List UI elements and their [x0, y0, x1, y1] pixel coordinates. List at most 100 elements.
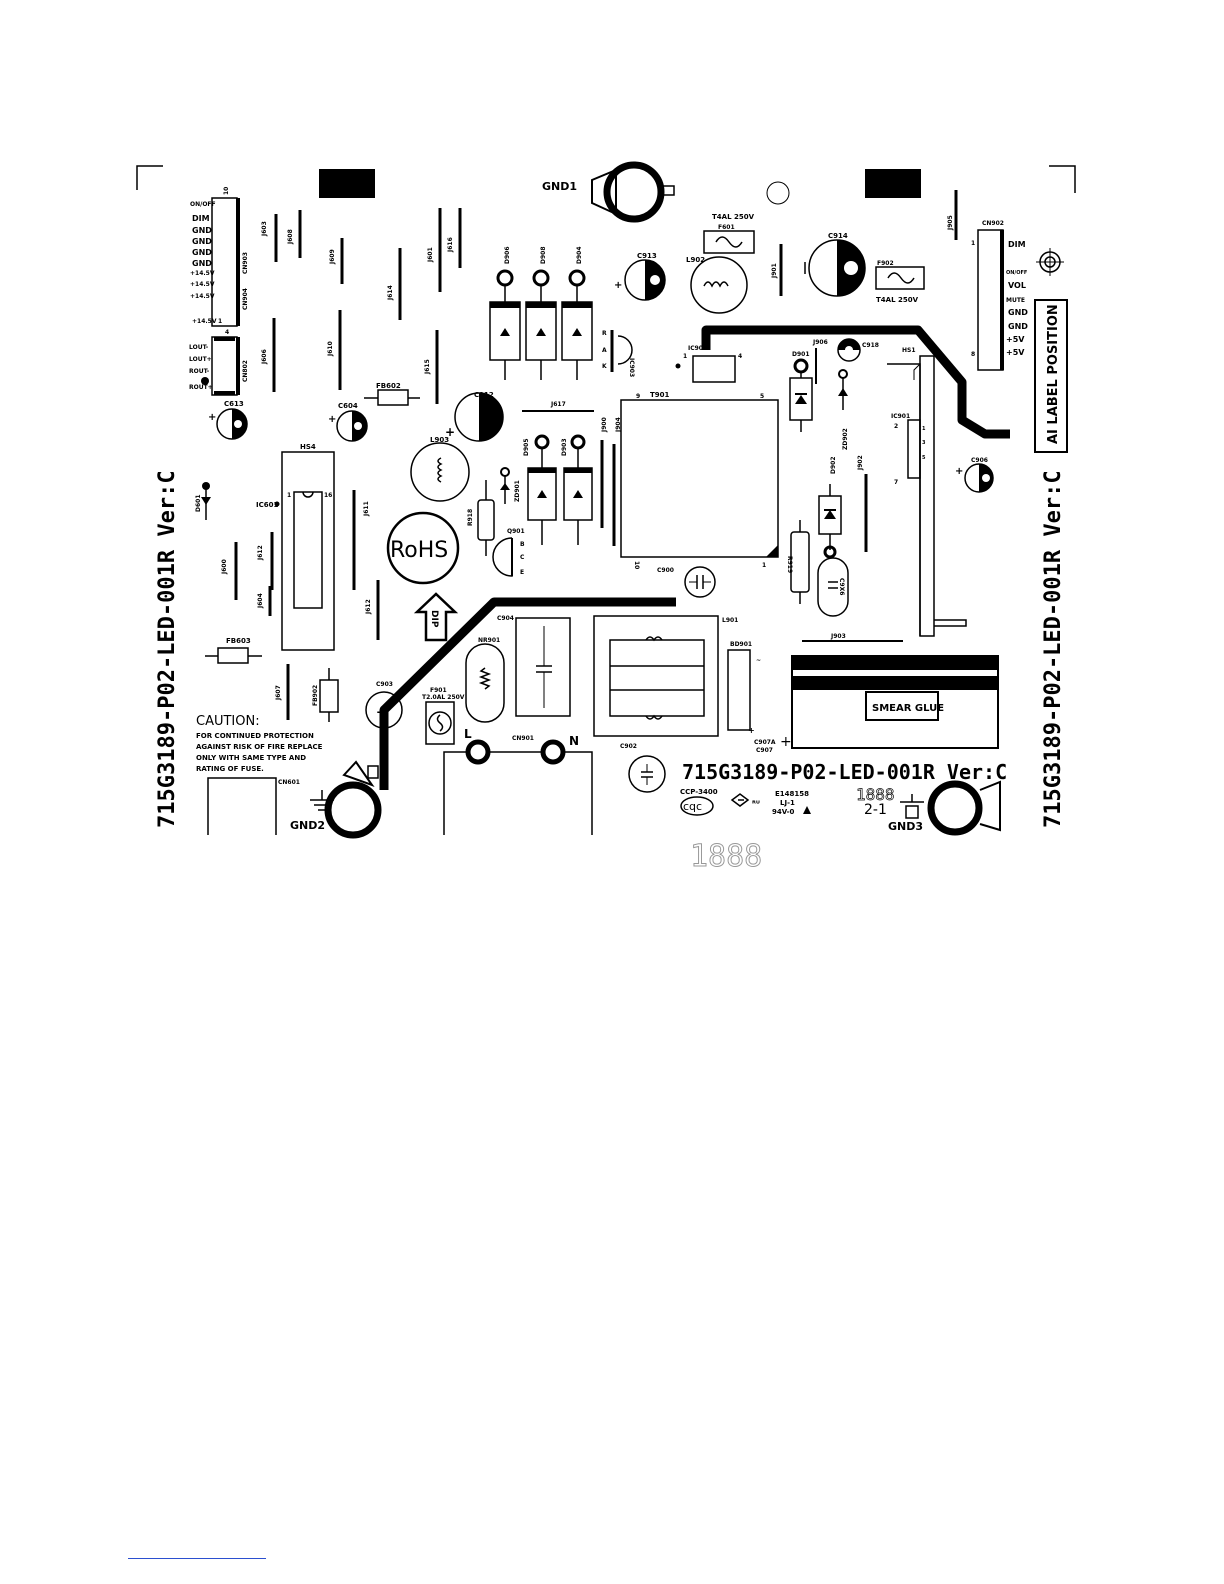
digit-counter-right: 1888	[856, 785, 895, 804]
svg-text:1: 1	[971, 240, 975, 247]
f901-fuse: F901 T2.0AL 250V	[422, 687, 465, 745]
svg-text:5: 5	[760, 393, 764, 400]
cn902-pin-label: GND	[1008, 322, 1028, 331]
r918-ref: R918	[467, 509, 474, 526]
cn802-pin4: 4	[225, 329, 229, 336]
fb602-ref: FB602	[376, 382, 401, 390]
f902-rating: T4AL 250V	[876, 296, 919, 304]
q901-pin-c: C	[520, 554, 525, 561]
gnd1-hole	[603, 161, 665, 223]
cqc-text: cqc	[683, 800, 702, 813]
cn903-pin-label: ON/OFF	[190, 201, 216, 208]
hs1-ref: HS1	[902, 347, 916, 354]
board-id-left: 715G3189-P02-LED-001R Ver:C	[155, 470, 180, 828]
c918-capacitor: C918	[837, 338, 879, 362]
board-id-main: 715G3189-P02-LED-001R Ver:C	[682, 760, 1007, 784]
cn903-pin1: 10	[223, 187, 230, 195]
caution-block: CAUTION: FOR CONTINUED PROTECTION AGAINS…	[196, 714, 323, 773]
j902-ref: J902	[857, 455, 864, 471]
cn903-pin-label: GND	[192, 237, 212, 246]
svg-text:2: 2	[894, 423, 898, 430]
c906-ref: C906	[971, 457, 988, 464]
svg-text:7: 7	[894, 479, 898, 486]
c918-ref: C918	[862, 342, 879, 349]
c604-capacitor: C604 +	[328, 402, 368, 442]
j901-ref: J901	[771, 263, 778, 279]
bd901-bridge: BD901 ~ +	[727, 641, 761, 735]
svg-text:1: 1	[762, 562, 766, 569]
c912-ref: C912	[474, 391, 494, 399]
c906-capacitor: C906 +	[955, 457, 994, 493]
d601-ref: D601	[195, 494, 202, 512]
ul-mark-icon	[730, 793, 750, 807]
gnd3-mount: GND3	[888, 780, 1001, 836]
j615-ref: J615	[424, 359, 431, 375]
e-number: E148158	[775, 790, 809, 798]
warning-triangle-icon	[803, 806, 811, 814]
c904-capacitor: C904	[497, 615, 571, 717]
j900-ref: J900	[601, 417, 608, 433]
fb902-ferrite: FB902	[312, 668, 339, 722]
cn903-pin-label: +14.5V	[190, 293, 215, 300]
cqc-logo	[680, 796, 714, 816]
cn902-pin-label: +5V	[1006, 348, 1025, 357]
svg-text:R: R	[602, 330, 607, 337]
svg-text:3: 3	[922, 440, 926, 446]
cn802-pin-label: ROUT+	[189, 384, 213, 391]
fb902-ref: FB902	[312, 685, 319, 706]
cn903-pin-label: +14.5V	[190, 270, 215, 277]
d901-diode: D901	[789, 351, 813, 432]
fb603-ref: FB603	[226, 637, 251, 645]
smear-glue-label: SMEAR GLUE	[872, 703, 944, 714]
cn902-pin-label: VOL	[1008, 281, 1026, 290]
j904-ref: J904	[615, 417, 622, 433]
zd902-zener: ZD902	[838, 369, 849, 450]
c613-capacitor: C613 +	[208, 400, 248, 440]
svg-text:1: 1	[922, 426, 926, 432]
gnd3-label: GND3	[888, 820, 923, 833]
fb603-ferrite: FB603	[205, 637, 262, 664]
svg-text:5: 5	[922, 455, 926, 461]
cn601-ref: CN601	[278, 779, 300, 786]
c604-ref: C604	[338, 402, 358, 410]
svg-text:+: +	[748, 726, 755, 735]
d902-diode: D902	[818, 456, 842, 559]
d904-ref: D904	[576, 246, 583, 264]
cn802-ref: CN802	[242, 360, 249, 382]
lj-label: LJ-1	[780, 799, 795, 807]
d905-diode: D905	[523, 434, 557, 545]
diode-array-top: D906 D908 D904	[489, 246, 593, 380]
j604-ref: J604	[257, 593, 264, 609]
r919-resistor: R919	[786, 520, 810, 604]
cn802-pin-label: LOUT+	[189, 356, 212, 363]
c902-ref: C902	[620, 743, 637, 750]
zd901-zener: ZD901	[500, 467, 521, 504]
ic903-part: IC903 R A K	[602, 330, 635, 377]
version-21: 2-1	[864, 802, 887, 818]
j600-ref: J600	[221, 559, 228, 575]
cn901-connector: CN901 L N	[443, 727, 593, 835]
caution-line-1: FOR CONTINUED PROTECTION	[196, 732, 314, 740]
j611-ref: J611	[363, 501, 370, 517]
svg-text:K: K	[602, 363, 607, 370]
c903-capacitor: C903 +	[365, 681, 403, 729]
c913-capacitor: C913 +	[614, 252, 666, 301]
fb602-ferrite: FB602	[364, 382, 420, 406]
hs4-heatsink: HS4 IC601 1 16	[256, 443, 335, 651]
black-pad-right	[865, 169, 921, 198]
cn902-pin-label: DIM	[1008, 240, 1026, 249]
svg-text:+: +	[780, 734, 792, 750]
cn802-latch	[236, 337, 240, 395]
c907-capacitor: SMEAR GLUE C907A C907 +	[754, 655, 999, 754]
svg-text:9: 9	[636, 393, 640, 400]
f601-ref: F601	[718, 224, 735, 231]
q901-ref: Q901	[507, 528, 525, 535]
dip-arrow-icon: DIP	[413, 592, 459, 642]
hs4-ref: HS4	[300, 443, 316, 451]
cn903-pin-label: +14.5V	[192, 318, 217, 325]
zd902-ref: ZD902	[842, 428, 849, 450]
cn904-ref: CN904	[242, 288, 249, 310]
d903-diode: D903	[561, 434, 593, 545]
cn903-ref: CN903	[242, 252, 249, 274]
